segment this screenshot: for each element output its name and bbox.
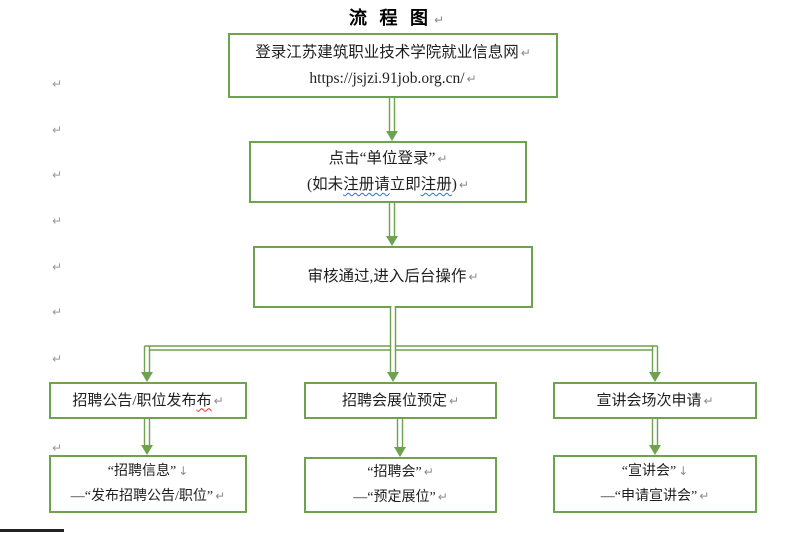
session-action-text: —“申请宣讲会”: [600, 489, 698, 504]
page-title: 流 程 图↵: [0, 4, 797, 30]
flow-box-booth-booking: 招聘会展位预定↵: [304, 382, 497, 419]
pilcrow-mark: ↵: [213, 393, 224, 408]
login-site-text: 登录江苏建筑职业技术学院就业信息网: [255, 43, 519, 61]
flow-box-login-site: 登录江苏建筑职业技术学院就业信息网↵ https://jsjzi.91job.o…: [228, 33, 558, 98]
register-hint-text: 立即: [389, 176, 421, 193]
pilcrow-mark: ↵: [458, 178, 469, 192]
flow-box-info-session-path: “宣讲会”↓ —“申请宣讲会”↵: [553, 455, 757, 513]
down-arrow: [141, 419, 153, 455]
pilcrow-mark: ↵: [52, 123, 63, 137]
flow-box-job-posting-path: “招聘信息”↓ —“发布招聘公告/职位”↵: [49, 455, 247, 513]
pilcrow-mark: ↵: [52, 352, 63, 366]
down-arrow: [394, 419, 406, 457]
unit-login-text: 点击“单位登录”: [328, 150, 436, 167]
pilcrow-mark: ↵: [215, 489, 226, 503]
pilcrow-mark: ↵: [703, 393, 714, 408]
page-edge-line: [0, 529, 64, 532]
pilcrow-mark: ↵: [468, 270, 479, 284]
flow-box-review-passed: 审核通过,进入后台操作↵: [253, 246, 533, 308]
register-hint-text: ): [451, 176, 457, 193]
linebreak-mark: ↓: [678, 464, 689, 478]
flow-box-booth-booking-path: “招聘会”↵ —“预定展位”↵: [304, 457, 497, 513]
review-passed-text: 审核通过,进入后台操作: [307, 268, 467, 285]
job-posting-action-text: —“发布招聘公告/职位”: [70, 489, 214, 504]
down-arrow: [649, 419, 661, 455]
booth-booking-text: 招聘会展位预定: [341, 392, 447, 409]
pilcrow-mark: ↵: [52, 305, 63, 319]
job-posting-text-spellcheck: 布: [196, 392, 212, 409]
pilcrow-mark: ↵: [52, 441, 63, 455]
pilcrow-mark: ↵: [437, 490, 448, 504]
flow-box-job-posting: 招聘公告/职位发布布↵: [49, 382, 247, 419]
booth-action-text: —“预定展位”: [353, 490, 436, 505]
pilcrow-mark: ↵: [52, 260, 63, 274]
pilcrow-mark: ↵: [52, 214, 63, 228]
flow-box-info-session: 宣讲会场次申请↵: [553, 382, 757, 419]
down-arrow: [386, 203, 398, 246]
login-site-url: https://jsjzi.91job.org.cn/: [309, 69, 465, 87]
linebreak-mark: ↓: [178, 464, 189, 478]
page-title-text: 流 程 图: [348, 8, 432, 28]
pilcrow-mark: ↵: [52, 77, 63, 91]
pilcrow-mark: ↵: [448, 393, 460, 408]
pilcrow-mark: ↵: [520, 45, 531, 60]
job-posting-menu-text: “招聘信息”: [107, 464, 177, 479]
pilcrow-mark: ↵: [52, 168, 63, 182]
info-session-text: 宣讲会场次申请: [596, 392, 702, 409]
branch-connector: [141, 306, 661, 382]
flow-box-unit-login: 点击“单位登录”↵ (如未注册请立即注册)↵: [249, 141, 527, 203]
pilcrow-mark: ↵: [433, 13, 449, 27]
pilcrow-mark: ↵: [699, 489, 710, 503]
job-posting-text: 招聘公告/职位发布: [72, 392, 197, 409]
register-hint-text-spellcheck: 注册请: [343, 176, 390, 193]
pilcrow-mark: ↵: [466, 71, 477, 86]
booth-menu-text: “招聘会”: [367, 465, 422, 480]
register-hint-text: (如未: [307, 176, 344, 193]
session-menu-text: “宣讲会”: [621, 464, 677, 479]
pilcrow-mark: ↵: [423, 465, 434, 479]
down-arrow: [386, 98, 398, 141]
register-hint-text-spellcheck: 注册: [420, 176, 452, 193]
pilcrow-mark: ↵: [437, 152, 448, 166]
